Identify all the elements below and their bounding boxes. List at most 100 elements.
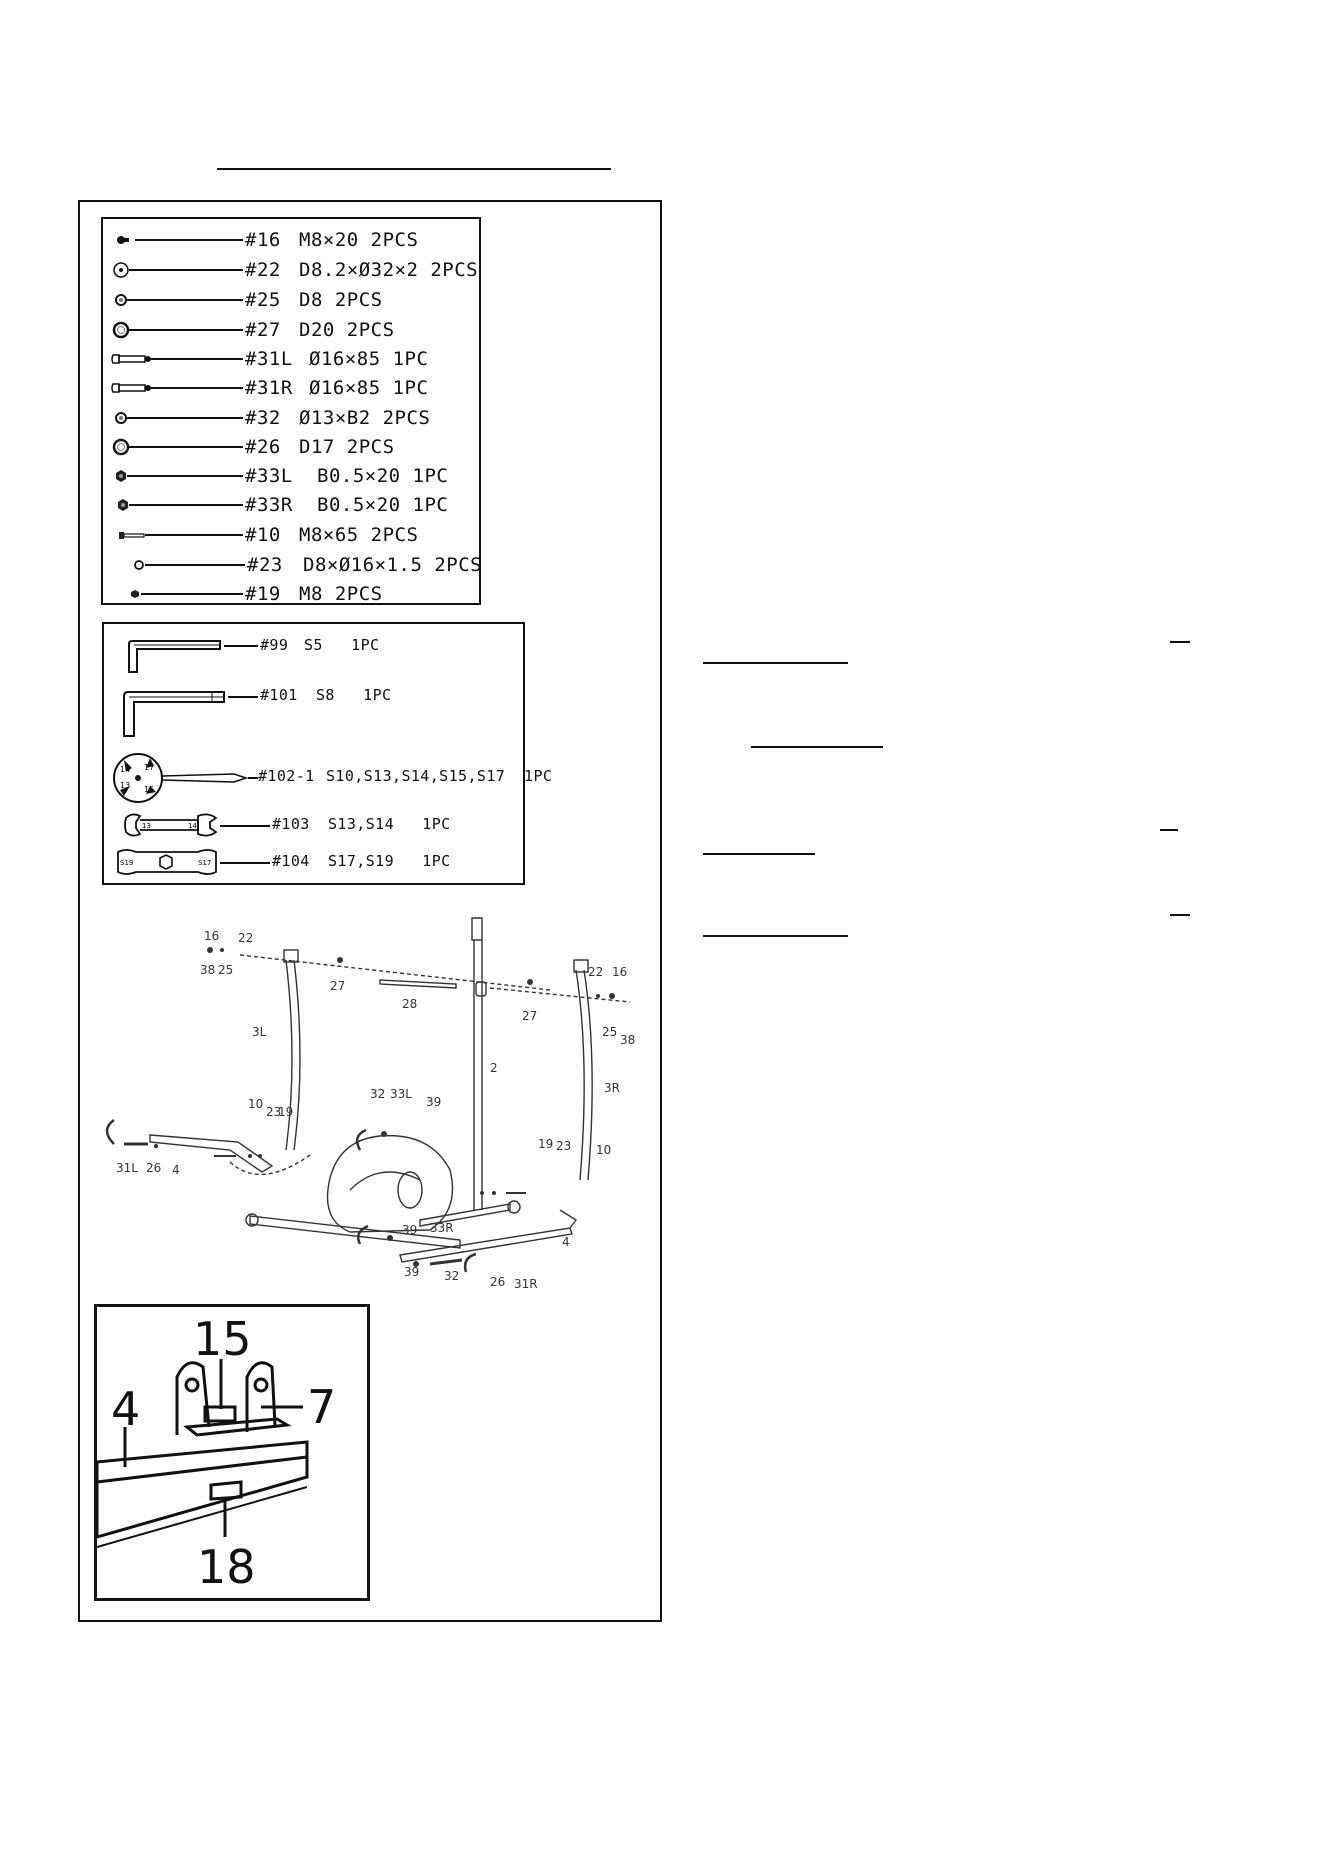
pedal-bracket-detail-drawing: 15 7 4 18: [97, 1312, 336, 1594]
hardware-item: #31R Ø16×85 1PC: [103, 374, 479, 402]
multi-wrench-icon: 14 17 13 15: [113, 753, 249, 803]
bracket-hole: [184, 1377, 200, 1393]
part-label: 16: [612, 965, 627, 979]
leader-line: [127, 475, 243, 477]
leader-line: [220, 862, 270, 864]
hardware-spec: Ø16×85 1PC: [309, 377, 429, 399]
housing-disc: [397, 1171, 423, 1209]
axle-bolt-31R: [429, 1258, 463, 1266]
washer-32: [381, 1131, 387, 1137]
hardware-item: #33R B0.5×20 1PC: [103, 491, 479, 519]
leader-line: [145, 564, 245, 566]
long-bolt-icon: [119, 532, 145, 539]
hardware-spec: D8.2×Ø32×2 2PCS: [299, 259, 479, 281]
nut-18: [209, 1480, 243, 1501]
leader-line: [129, 269, 243, 271]
hardware-spec: Ø16×85 1PC: [309, 348, 429, 370]
rotate-arrow-icon: [357, 1224, 369, 1245]
wrench-size-label: 14: [120, 765, 130, 774]
hardware-item: #16 M8×20 2PCS: [103, 226, 479, 254]
leader-line: [224, 645, 258, 647]
box-wrench-icon: S19 S17: [117, 849, 217, 875]
hardware-number: #33L: [245, 465, 293, 487]
hardware-number: #32: [245, 407, 281, 429]
left-pedal-arm: [149, 1134, 274, 1173]
leader-line: [145, 534, 243, 536]
hardware-spec: M8 2PCS: [299, 583, 383, 605]
hardware-number: #26: [245, 436, 281, 458]
hardware-number: #16: [245, 229, 281, 251]
foot-cap: [507, 1200, 521, 1214]
hardware-spec: B0.5×20 1PC: [317, 494, 449, 516]
leader-line: [220, 825, 270, 827]
axle-bolt-icon: [111, 354, 151, 364]
washer-ring-icon: [112, 438, 130, 456]
tool-item: #99 S5 1PC: [104, 636, 523, 676]
tools-list: #99 S5 1PC #101 S8 1PC 14 17 13 15 #102-…: [102, 622, 552, 885]
console-mount: [471, 917, 483, 941]
allen-key-icon: [128, 640, 221, 673]
hardware-item: #32 Ø13×B2 2PCS: [103, 404, 479, 432]
part-label: 27: [522, 1009, 537, 1023]
part-label: 32: [370, 1087, 385, 1101]
washer-23: [492, 1191, 496, 1195]
pedal-bracket: [559, 1209, 578, 1229]
bracket-base-plate: [183, 1417, 292, 1437]
part-label: 3R: [604, 1081, 620, 1095]
right-pedal-arm: [399, 1227, 573, 1263]
hardware-spec: M8×20 2PCS: [299, 229, 419, 251]
allen-key-icon: [123, 691, 225, 737]
tube-shadow-edge: [97, 1486, 308, 1548]
nut-small-icon: [131, 590, 139, 598]
dashed-guide: [229, 1154, 311, 1176]
bracket-tab-left: [175, 1361, 211, 1435]
left-arm-hub: [283, 949, 299, 963]
housing-detail: [349, 1171, 421, 1191]
hardware-item: #19 M8 2PCS: [103, 580, 479, 608]
rotate-arrow-icon: [105, 1118, 115, 1145]
washer-25: [220, 948, 224, 952]
hardware-spec: M8×65 2PCS: [299, 524, 419, 546]
hardware-spec: D8 2PCS: [299, 289, 383, 311]
tube-edge: [97, 1455, 308, 1484]
part-label: 4: [562, 1235, 570, 1249]
leader-line: [129, 446, 243, 448]
hardware-item: #33L B0.5×20 1PC: [103, 462, 479, 490]
washer-26: [413, 1261, 419, 1267]
part-label: 33L: [390, 1087, 412, 1101]
part-label: 16: [204, 929, 219, 943]
tool-number: #104: [272, 852, 310, 870]
flywheel-housing: [326, 1134, 454, 1233]
nut-19: [258, 1154, 262, 1158]
washer-27: [527, 979, 533, 985]
part-label: 10: [596, 1143, 611, 1157]
hardware-number: #25: [245, 289, 281, 311]
leader-line: [228, 696, 258, 698]
tool-spec: S17,S19 1PC: [328, 852, 451, 870]
part-label: 31R: [514, 1277, 538, 1291]
hardware-item: #26 D17 2PCS: [103, 433, 479, 461]
tool-item: S19 S17 #104 S17,S19 1PC: [104, 846, 523, 878]
part-label: 10: [248, 1097, 263, 1111]
washer-small-icon: [134, 560, 144, 570]
nut-icon: [116, 470, 126, 482]
wrench-size-label: S17: [198, 859, 211, 867]
underline-mark: [703, 853, 815, 855]
washer-27: [337, 957, 343, 963]
part-label: 26: [146, 1161, 161, 1175]
hardware-spec: B0.5×20 1PC: [317, 465, 449, 487]
part-label: 27: [330, 979, 345, 993]
tool-spec: S5 1PC: [304, 636, 380, 654]
leader-line: [248, 777, 258, 779]
foot-cap: [245, 1213, 259, 1227]
hardware-item: #31L Ø16×85 1PC: [103, 345, 479, 373]
part-label: 32: [444, 1269, 459, 1283]
leader-line: [129, 504, 243, 506]
leader-line: [151, 358, 243, 360]
hardware-item: #22 D8.2×Ø32×2 2PCS: [103, 256, 479, 284]
hardware-item: #27 D20 2PCS: [103, 316, 479, 344]
detail-part-label: 7: [307, 1380, 336, 1434]
hardware-number: #19: [245, 583, 281, 605]
hardware-item: #25 D8 2PCS: [103, 286, 479, 314]
right-arm-hub: [573, 959, 589, 973]
